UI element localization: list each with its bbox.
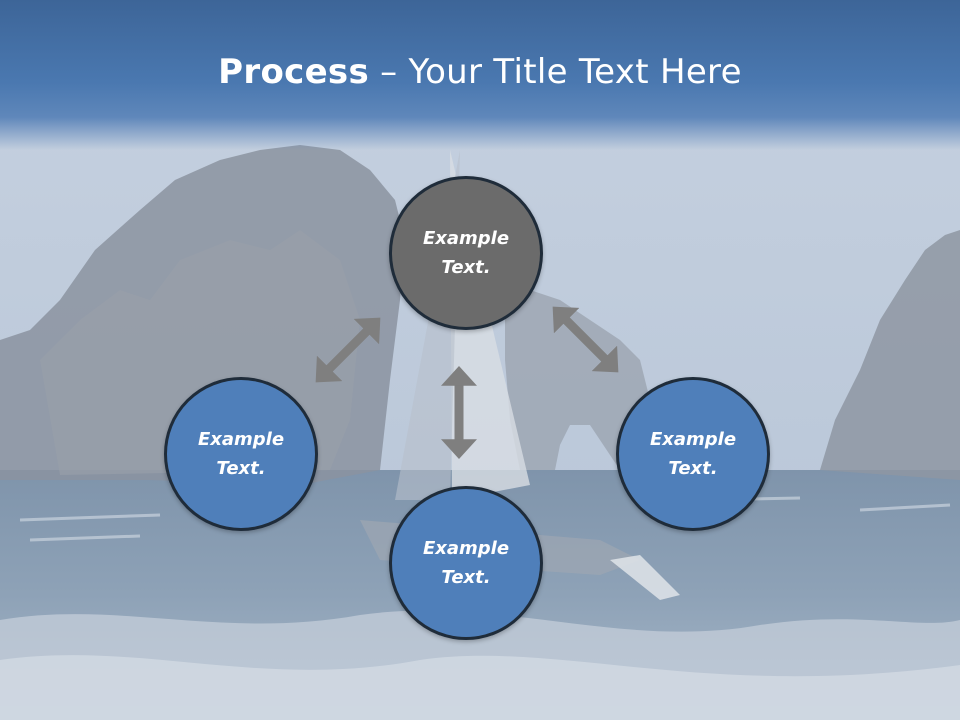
- process-node-top[interactable]: Example Text.: [389, 176, 543, 330]
- node-line2: Text.: [441, 567, 491, 588]
- node-line1: Example: [422, 538, 510, 559]
- process-node-left[interactable]: Example Text.: [164, 377, 318, 531]
- process-node-bottom[interactable]: Example Text.: [389, 486, 543, 640]
- node-line2: Text.: [668, 458, 718, 479]
- process-node-right[interactable]: Example Text.: [616, 377, 770, 531]
- node-line1: Example: [649, 429, 737, 450]
- node-line2: Text.: [216, 458, 266, 479]
- double-arrow-icon: [552, 306, 619, 373]
- page-title[interactable]: Process – Your Title Text Here: [0, 52, 960, 92]
- double-arrow-icon: [315, 317, 381, 383]
- node-line2: Text.: [441, 257, 491, 278]
- node-line1: Example: [197, 429, 285, 450]
- title-banner: [0, 0, 960, 150]
- title-rest: – Your Title Text Here: [369, 52, 742, 92]
- title-bold: Process: [218, 52, 370, 92]
- node-line1: Example: [422, 228, 510, 249]
